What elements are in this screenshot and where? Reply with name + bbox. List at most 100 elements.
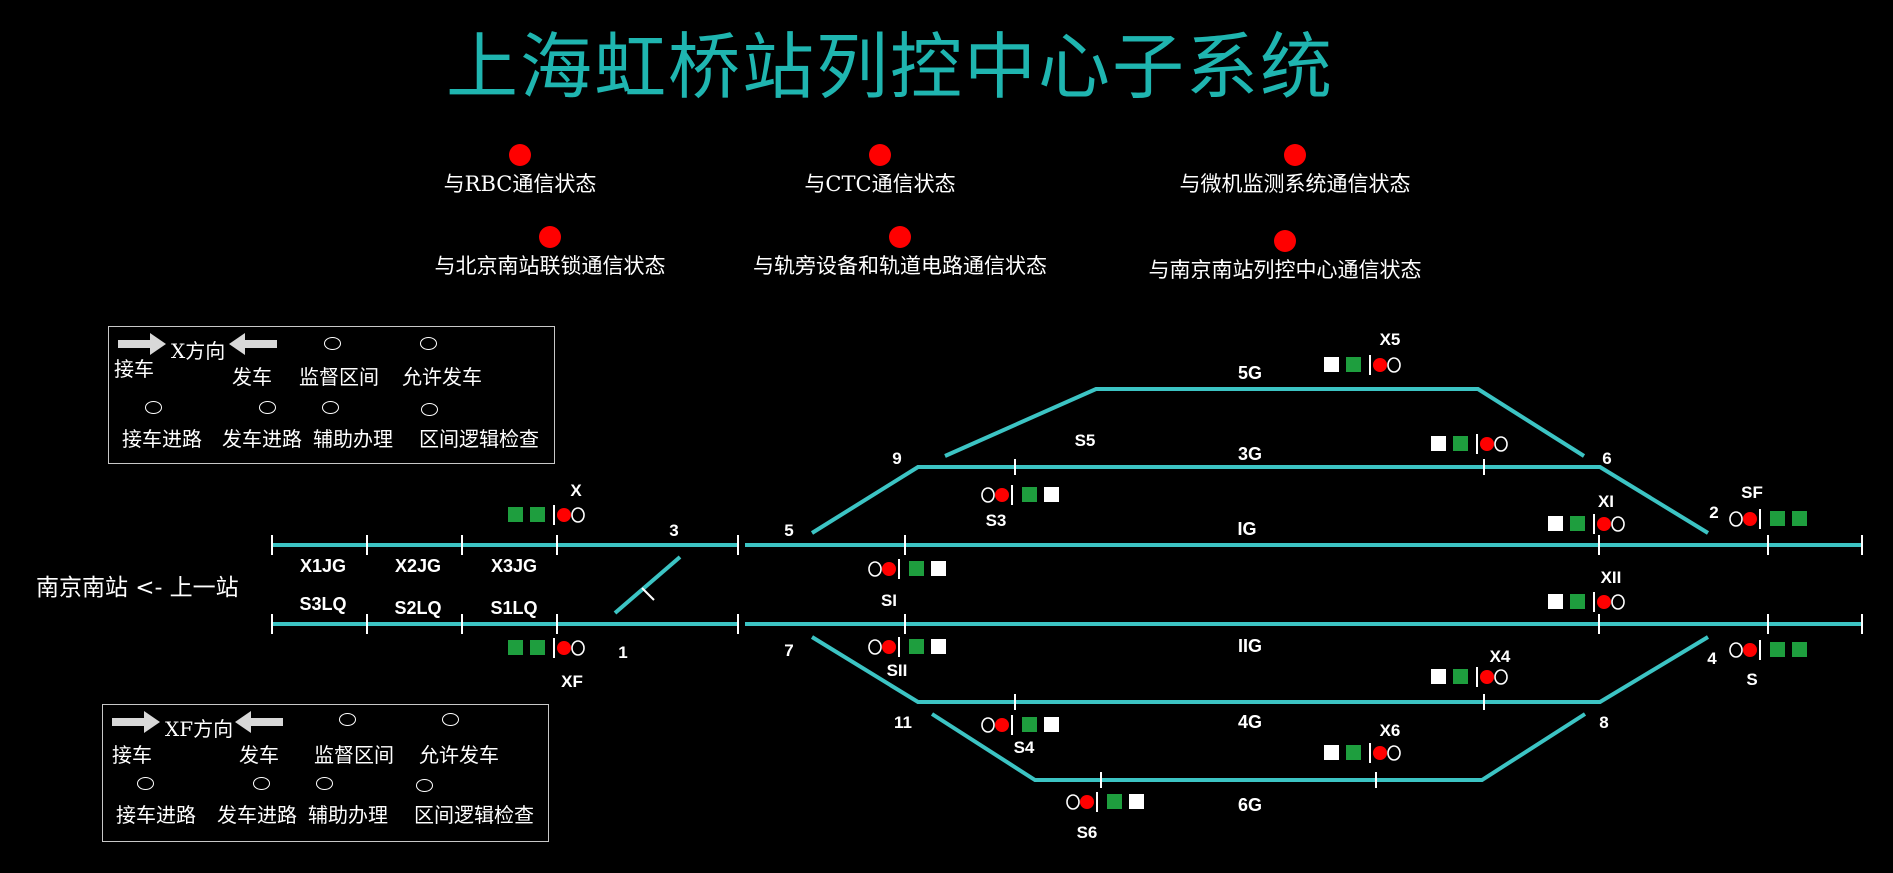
track-lines bbox=[272, 387, 1862, 782]
legend-x-aux[interactable]: 辅助办理 bbox=[313, 427, 393, 451]
switch-label-1[interactable]: 1 bbox=[618, 643, 627, 662]
signal-x5-lamp[interactable] bbox=[1387, 357, 1401, 373]
section-label-s1lq: S1LQ bbox=[490, 598, 537, 618]
legend-x-depart[interactable]: 发车 bbox=[232, 365, 272, 389]
legend-x-monitor-lamp bbox=[324, 337, 341, 350]
signal-x-red-lamp[interactable] bbox=[557, 508, 571, 522]
signal-lamps bbox=[508, 355, 1807, 812]
legend-x-aux-lamp bbox=[322, 401, 339, 414]
track-label-3g: 3G bbox=[1238, 444, 1262, 464]
status-trackside-lamp bbox=[889, 226, 911, 248]
signal-s-red-lamp[interactable] bbox=[1743, 643, 1757, 657]
crossover-1-3 bbox=[613, 555, 682, 615]
signal-s3-red-lamp[interactable] bbox=[995, 488, 1009, 502]
section-label-x3jg: X3JG bbox=[491, 556, 537, 576]
legend-xf-receive[interactable]: 接车 bbox=[112, 743, 152, 767]
signal-x3-red-lamp[interactable] bbox=[1480, 437, 1494, 451]
legend-x-allow[interactable]: 允许发车 bbox=[402, 365, 482, 389]
legend-x-receive[interactable]: 接车 bbox=[114, 357, 154, 381]
signal-sf-red-lamp[interactable] bbox=[1743, 512, 1757, 526]
signal-si-indicator-0 bbox=[909, 561, 924, 576]
signal-x-lamp[interactable] bbox=[571, 507, 585, 523]
signal-label-sii: SII bbox=[887, 661, 908, 680]
signal-label-xf: XF bbox=[561, 672, 583, 691]
signal-label-s5: S5 bbox=[1075, 431, 1096, 450]
status-nanjing-south-lamp bbox=[1274, 230, 1296, 252]
legend-x-dep-route[interactable]: 发车进路 bbox=[222, 427, 302, 451]
signal-x3-lamp[interactable] bbox=[1494, 436, 1508, 452]
signal-label-xii: XII bbox=[1601, 568, 1622, 587]
legend-x-logic[interactable]: 区间逻辑检查 bbox=[419, 427, 539, 451]
switch-label-9[interactable]: 9 bbox=[892, 449, 901, 468]
switch-label-7[interactable]: 7 bbox=[784, 641, 793, 660]
signal-x5-red-lamp[interactable] bbox=[1373, 358, 1387, 372]
signal-x6-red-lamp[interactable] bbox=[1373, 746, 1387, 760]
legend-xf-logic[interactable]: 区间逻辑检查 bbox=[414, 803, 534, 827]
section-label-x2jg: X2JG bbox=[395, 556, 441, 576]
signal-xii-indicator-1 bbox=[1570, 594, 1585, 609]
legend-xf-aux-lamp bbox=[316, 777, 333, 790]
signal-sii-lamp[interactable] bbox=[868, 639, 882, 655]
track-label-5g: 5G bbox=[1238, 363, 1262, 383]
legend-xf-allow[interactable]: 允许发车 bbox=[419, 743, 499, 767]
status-rbc-label: 与RBC通信状态 bbox=[443, 172, 597, 196]
legend-xf-monitor[interactable]: 监督区间 bbox=[314, 743, 394, 767]
signal-si-red-lamp[interactable] bbox=[882, 562, 896, 576]
signal-xi-lamp[interactable] bbox=[1611, 516, 1625, 532]
legend-xf-aux[interactable]: 辅助办理 bbox=[308, 803, 388, 827]
legend-xf-dep-route-lamp bbox=[253, 777, 270, 790]
status-beijing-south: 与北京南站联锁通信状态 bbox=[410, 226, 690, 280]
signal-xf-lamp[interactable] bbox=[571, 640, 585, 656]
signal-s6-indicator-0 bbox=[1107, 794, 1122, 809]
legend-xf-monitor-lamp bbox=[339, 713, 356, 726]
signal-si-lamp[interactable] bbox=[868, 561, 882, 577]
signal-x4-indicator-1 bbox=[1453, 669, 1468, 684]
legend-xf-depart[interactable]: 发车 bbox=[239, 743, 279, 767]
signal-label-sf: SF bbox=[1741, 483, 1763, 502]
origin-station-label: 南京南站 <- 上一站 bbox=[36, 575, 239, 601]
legend-x-recv-route[interactable]: 接车进路 bbox=[122, 427, 202, 451]
legend-xf-recv-route[interactable]: 接车进路 bbox=[116, 803, 196, 827]
signal-s-lamp[interactable] bbox=[1729, 642, 1743, 658]
signal-s4-indicator-1 bbox=[1044, 717, 1059, 732]
switch-label-4[interactable]: 4 bbox=[1707, 649, 1717, 668]
signal-sf-lamp[interactable] bbox=[1729, 511, 1743, 527]
switch-label-6[interactable]: 6 bbox=[1602, 449, 1611, 468]
switch-label-8[interactable]: 8 bbox=[1599, 713, 1608, 732]
signal-xii-red-lamp[interactable] bbox=[1597, 595, 1611, 609]
switch-label-5[interactable]: 5 bbox=[784, 521, 793, 540]
signal-s6-indicator-1 bbox=[1129, 794, 1144, 809]
signal-xi-indicator-0 bbox=[1548, 516, 1563, 531]
signal-sii-red-lamp[interactable] bbox=[882, 640, 896, 654]
signal-label-s: S bbox=[1746, 670, 1757, 689]
signal-label-s6: S6 bbox=[1077, 823, 1098, 842]
signal-s4-lamp[interactable] bbox=[981, 717, 995, 733]
status-trackside-label: 与轨旁设备和轨道电路通信状态 bbox=[753, 254, 1047, 278]
switch-label-11[interactable]: 11 bbox=[894, 713, 912, 732]
signal-s4-red-lamp[interactable] bbox=[995, 718, 1009, 732]
signal-s6-lamp[interactable] bbox=[1066, 794, 1080, 810]
switch-label-2[interactable]: 2 bbox=[1709, 503, 1718, 522]
signal-xii-lamp[interactable] bbox=[1611, 594, 1625, 610]
right-arrow-icon bbox=[112, 711, 160, 733]
legend-x-monitor[interactable]: 监督区间 bbox=[299, 365, 379, 389]
status-ctc-label: 与CTC通信状态 bbox=[804, 172, 956, 196]
signal-sf-indicator-1 bbox=[1792, 511, 1807, 526]
signal-s-indicator-1 bbox=[1792, 642, 1807, 657]
signal-xf-red-lamp[interactable] bbox=[557, 641, 571, 655]
switch-label-3[interactable]: 3 bbox=[669, 521, 678, 540]
signal-x4-lamp[interactable] bbox=[1494, 669, 1508, 685]
signal-xi-red-lamp[interactable] bbox=[1597, 517, 1611, 531]
track-6g bbox=[930, 712, 1587, 782]
signal-s6-red-lamp[interactable] bbox=[1080, 795, 1094, 809]
signal-label-x5: X5 bbox=[1380, 330, 1401, 349]
signal-label-x4: X4 bbox=[1490, 647, 1511, 666]
signal-x-indicator-0 bbox=[508, 507, 523, 522]
insulation-joints bbox=[271, 459, 1863, 788]
signal-x4-red-lamp[interactable] bbox=[1480, 670, 1494, 684]
status-rbc: 与RBC通信状态 bbox=[440, 144, 600, 198]
signal-s3-lamp[interactable] bbox=[981, 487, 995, 503]
signal-x6-lamp[interactable] bbox=[1387, 745, 1401, 761]
signal-s4-indicator-0 bbox=[1022, 717, 1037, 732]
legend-xf-dep-route[interactable]: 发车进路 bbox=[217, 803, 297, 827]
